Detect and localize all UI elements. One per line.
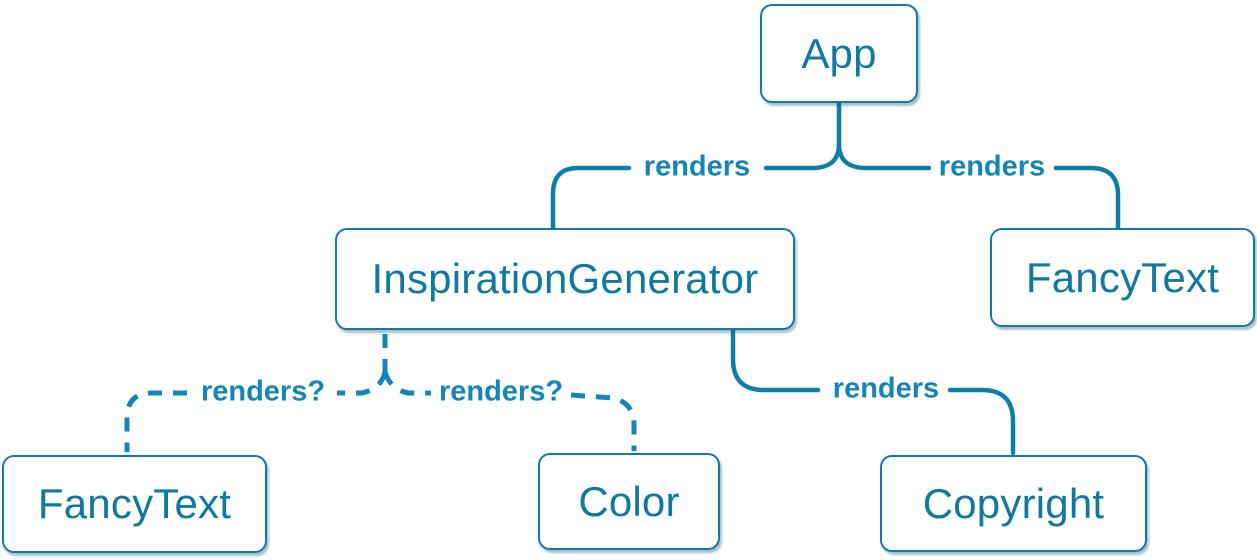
- edge-label-app-inspirationgenerator: renders: [643, 150, 751, 183]
- edge-ig-color-dashed: [382, 371, 431, 396]
- edge-label-app-fancytext: renders: [938, 150, 1046, 183]
- edge-app-inspirationgenerator: [763, 101, 842, 171]
- edge-ig-fancytext-dashed-2: [124, 390, 187, 452]
- edge-ig-fancytext-dashed: [337, 371, 388, 396]
- edge-label-ig-copyright: renders: [832, 372, 940, 405]
- node-app-label: App: [801, 29, 877, 77]
- edge-app-inspirationgenerator-2: [550, 165, 632, 230]
- node-fancy-text-top-label: FancyText: [1025, 253, 1220, 301]
- node-copyright-label: Copyright: [922, 479, 1105, 527]
- edge-app-fancytext-2: [1053, 165, 1121, 230]
- node-fancy-text-bottom: FancyText: [2, 455, 267, 553]
- node-color-label: Color: [578, 477, 680, 525]
- node-copyright: Copyright: [880, 455, 1147, 552]
- node-inspiration-generator: InspirationGenerator: [335, 228, 795, 330]
- edge-app-fancytext: [836, 141, 932, 171]
- node-fancy-text-bottom-label: FancyText: [37, 480, 232, 527]
- node-inspiration-generator-label: InspirationGenerator: [371, 255, 759, 302]
- node-color: Color: [538, 453, 720, 550]
- node-fancy-text-top: FancyText: [990, 228, 1255, 327]
- edge-label-ig-color: renders?: [438, 375, 564, 408]
- edge-label-ig-fancytext: renders?: [200, 375, 326, 408]
- edge-ig-copyright-2: [947, 387, 1016, 456]
- node-app: App: [760, 4, 918, 103]
- edge-ig-copyright: [730, 328, 821, 393]
- edge-ig-color-dashed-2: [570, 392, 637, 451]
